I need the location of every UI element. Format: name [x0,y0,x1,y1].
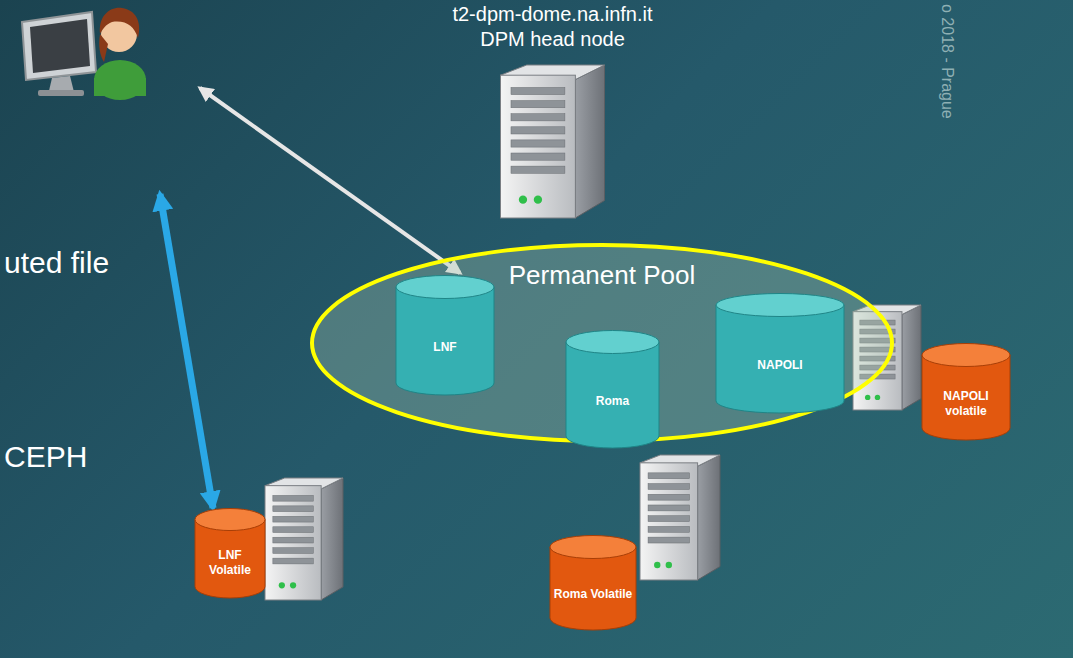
cylinder-top [922,344,1010,367]
node-outline [395,275,495,395]
cylinder-body [550,547,636,630]
head-node: t2-dpm-dome.na.infn.itDPM head node [430,0,675,222]
slide-text: uted file [4,246,109,280]
cylinder-top [566,331,659,354]
host-label: t2-dpm-dome.na.infn.it [449,2,655,27]
host-label: DPM head node [477,27,628,52]
access-arrow [200,88,460,273]
storage-cylinder: NAPOLI [715,293,845,413]
cylinder-top [396,276,494,299]
storage-cylinder: Roma Volatile [549,535,637,630]
cylinder-body [396,287,494,395]
node-outline [715,293,845,413]
storage-cylinder: NAPOLI volatile [921,343,1011,440]
cylinder-top [716,294,844,317]
pool-ellipse: Permanent PoolLNF Roma NAPOLI [310,243,894,443]
access-arrow [160,194,213,508]
server-icon [265,478,343,600]
pool-title: Permanent Pool [506,259,698,292]
server-icon [501,65,605,218]
cylinder-body [566,342,659,448]
storage-label: Roma Volatile [551,587,635,602]
storage-label: LNF Volatile [194,548,266,578]
storage-label: LNF [430,340,459,355]
storage-label: NAPOLI volatile [921,389,1011,419]
server-icon [640,455,720,580]
storage-cylinder: LNF [395,275,495,395]
cylinder-top [550,536,636,559]
cylinder-body [716,305,844,413]
cylinder-body [922,355,1010,440]
node-outline [565,330,660,448]
watermark: o 2018 - Prague [938,4,956,119]
node-outline [549,535,637,630]
cylinder-top [195,509,265,531]
storage-label: NAPOLI [754,358,805,373]
slide-text: CEPH [4,440,87,474]
storage-label: Roma [593,394,632,409]
cylinder-body [195,520,265,598]
user-icon [22,8,146,100]
storage-cylinder: Roma [565,330,660,448]
storage-cylinder: LNF Volatile [194,508,266,598]
